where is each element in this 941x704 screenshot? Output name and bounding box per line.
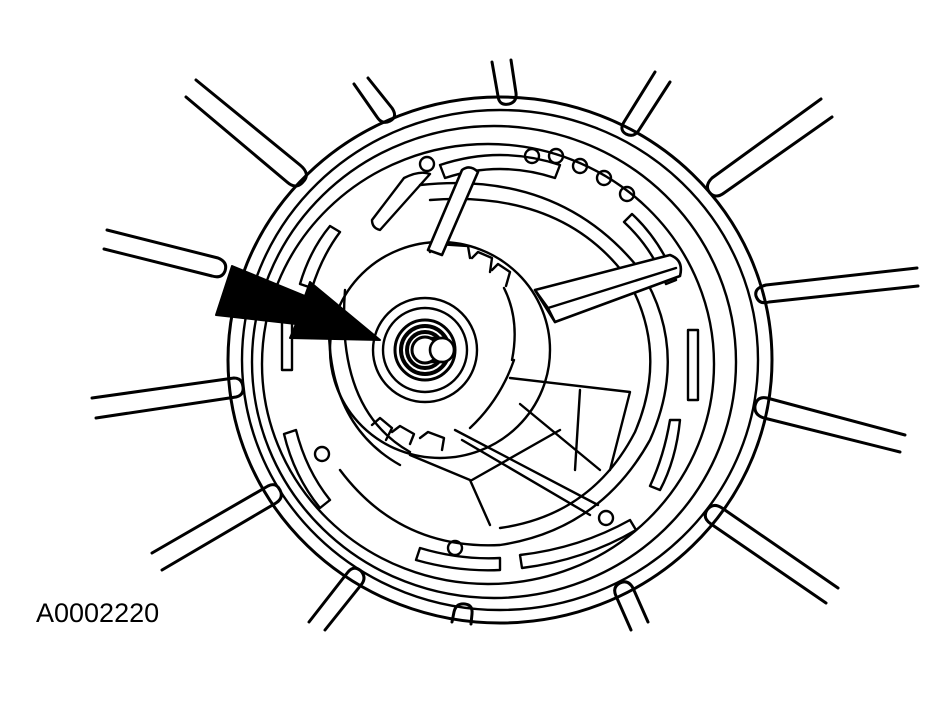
spoke-right-lower <box>753 396 907 454</box>
inner-plate <box>327 181 669 547</box>
spoke-upper-right <box>705 97 834 198</box>
spoke-top-left <box>352 76 397 124</box>
outer-housing <box>226 95 774 625</box>
upper-rod <box>426 166 480 257</box>
bolt-holes <box>313 147 636 557</box>
spoke-upper-left <box>184 78 308 188</box>
spoke-bottom-right <box>613 580 650 632</box>
spoke-bottom <box>450 602 474 626</box>
spoke-lower-right <box>703 503 840 605</box>
spoke-lower-left <box>150 483 283 572</box>
vane-segments <box>408 376 632 527</box>
spoke-left-upper <box>102 228 228 279</box>
spoke-left-lower <box>90 376 245 420</box>
spoke-top-right <box>620 70 672 137</box>
oil-passages <box>280 153 700 572</box>
right-wedge <box>533 253 683 324</box>
center-shaft <box>371 296 479 404</box>
callout-arrow <box>215 265 381 341</box>
spoke-right-upper <box>754 266 920 305</box>
spoke-bottom-left <box>307 566 366 632</box>
figure-reference-code: A0002220 <box>36 598 160 628</box>
